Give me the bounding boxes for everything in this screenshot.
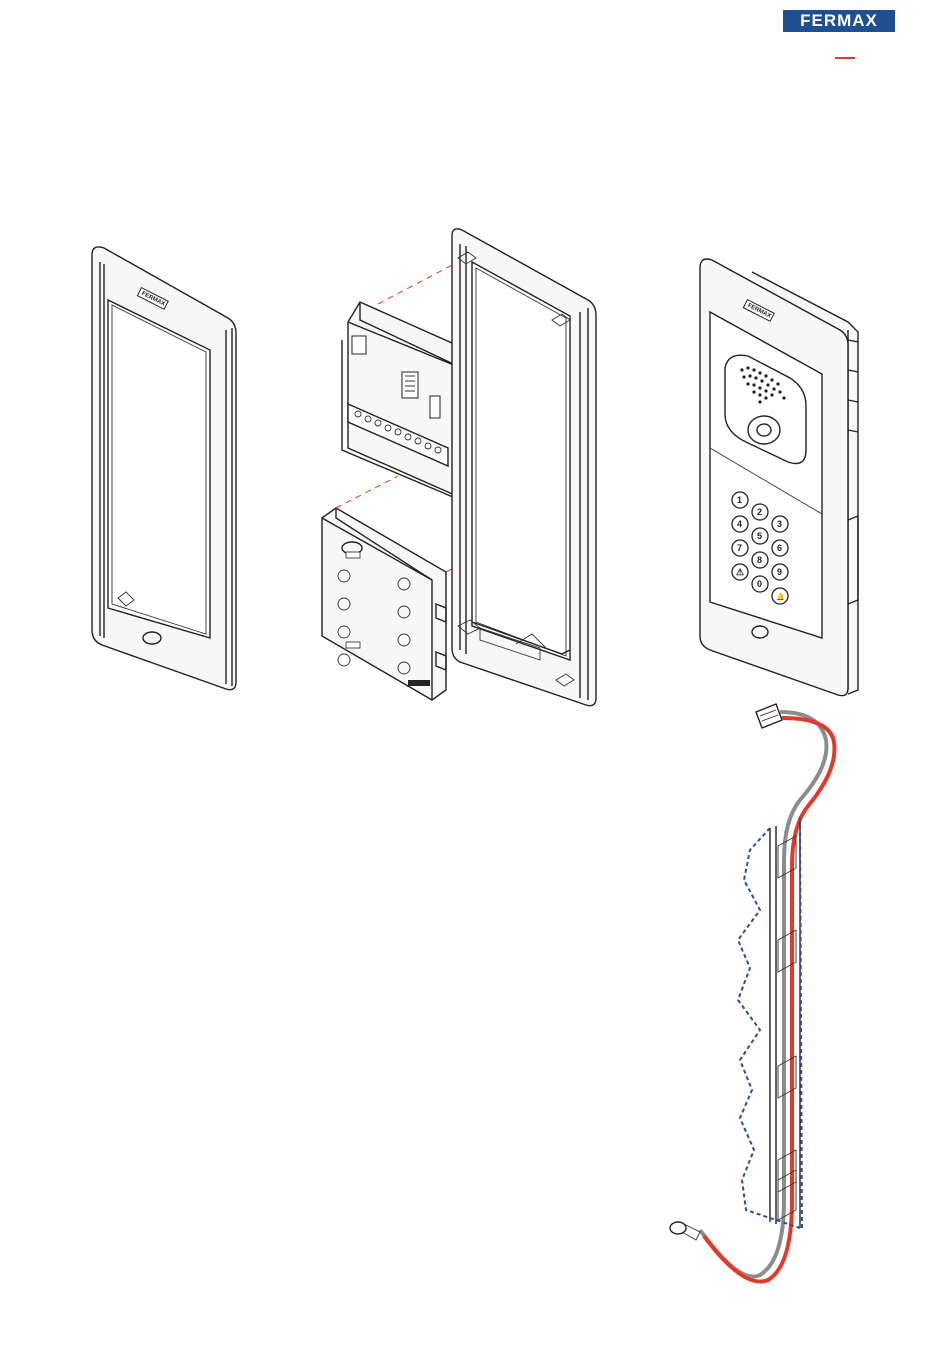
key-1[interactable]: 1 (732, 492, 748, 508)
key-7[interactable]: 7 (732, 540, 748, 556)
key-alert[interactable]: ⚠ (732, 564, 748, 580)
connection-cable (670, 704, 834, 1282)
key-2[interactable]: 2 (752, 504, 768, 520)
front-frame: FERMAX (92, 247, 236, 690)
assembled-panel: FERMAX 1 2 3 4 5 6 7 8 9 ⚠ (700, 259, 858, 696)
key-4[interactable]: 4 (732, 516, 748, 532)
key-0[interactable]: 0 (752, 576, 768, 592)
cable-ferrule (670, 1222, 700, 1240)
back-box (452, 229, 596, 706)
key-3[interactable]: 3 (772, 516, 788, 532)
svg-text:3: 3 (777, 519, 782, 529)
svg-text:5: 5 (757, 531, 762, 541)
key-8[interactable]: 8 (752, 552, 768, 568)
key-9[interactable]: 9 (772, 564, 788, 580)
key-5[interactable]: 5 (752, 528, 768, 544)
svg-text:6: 6 (777, 543, 782, 553)
svg-text:4: 4 (737, 519, 742, 529)
cable-connector (756, 704, 782, 728)
keypad-module (322, 508, 446, 700)
svg-text:9: 9 (777, 567, 782, 577)
svg-text:2: 2 (757, 507, 762, 517)
svg-text:🔔: 🔔 (776, 592, 785, 601)
svg-text:7: 7 (737, 543, 742, 553)
key-bell[interactable]: 🔔 (772, 588, 788, 604)
svg-text:0: 0 (757, 579, 762, 589)
svg-text:⚠: ⚠ (736, 567, 744, 577)
svg-text:1: 1 (737, 495, 742, 505)
svg-text:8: 8 (757, 555, 762, 565)
key-6[interactable]: 6 (772, 540, 788, 556)
